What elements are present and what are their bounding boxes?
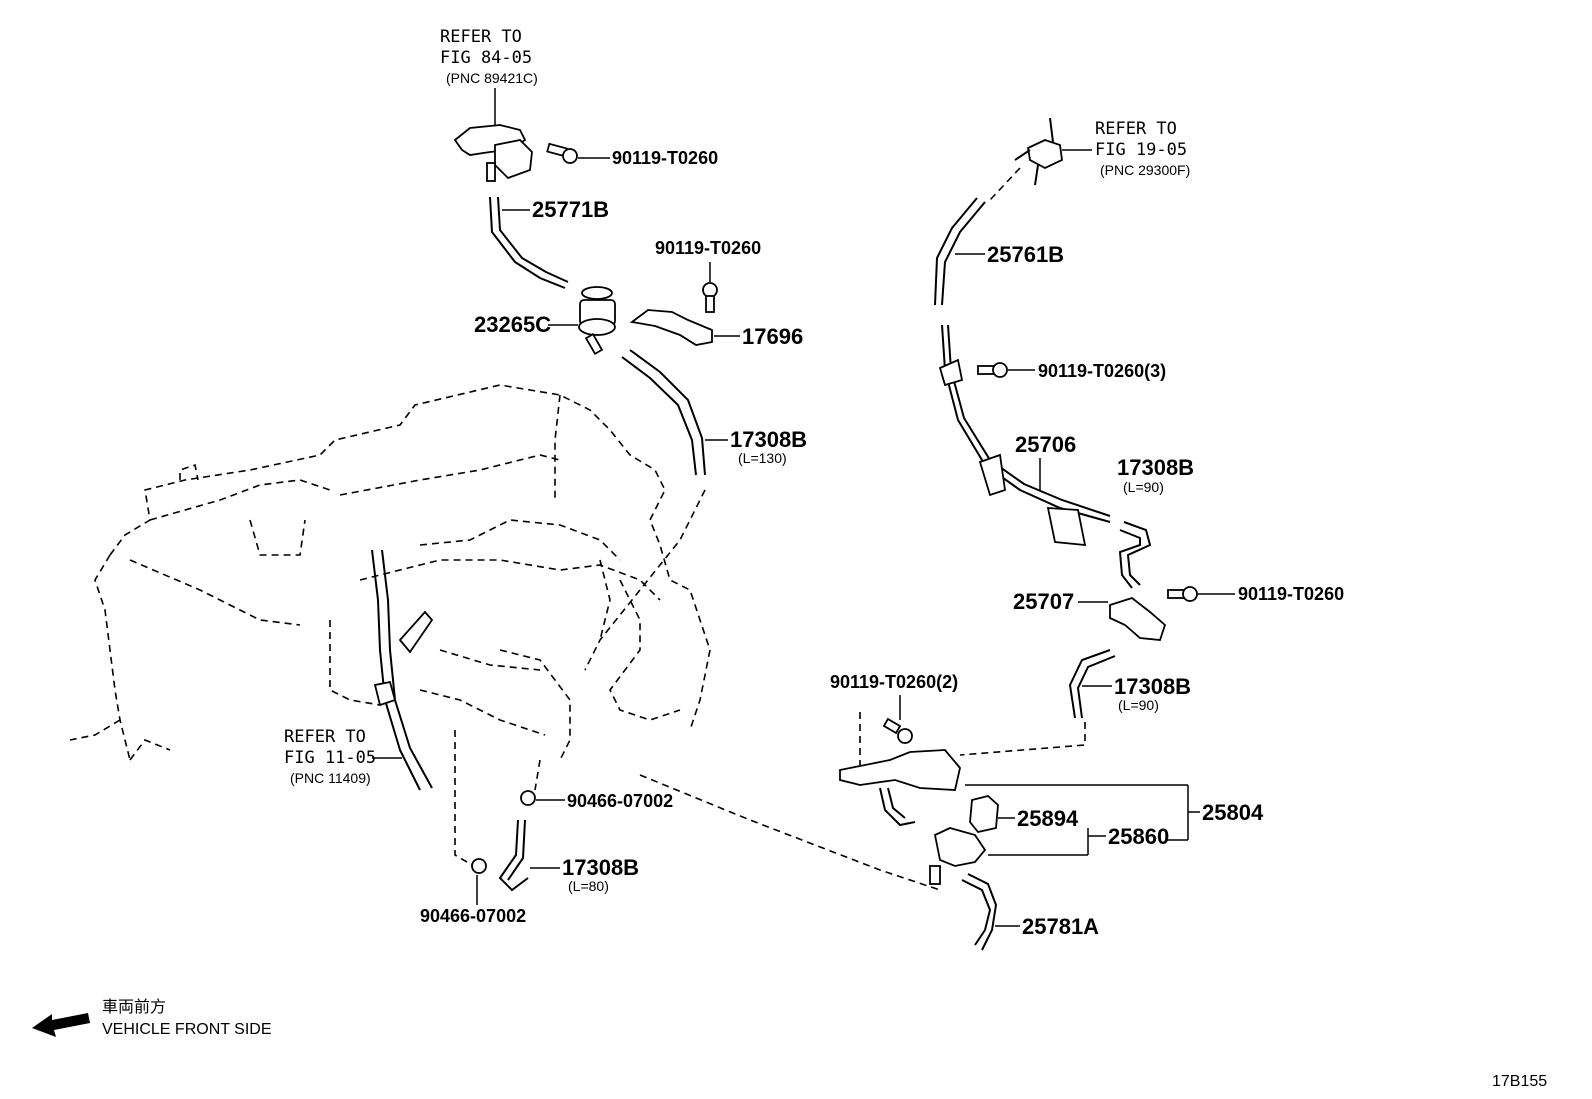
label-25707: 25707	[1013, 589, 1074, 614]
label-90466-b: 90466-07002	[420, 906, 526, 926]
figure-id: 17B155	[1492, 1073, 1547, 1090]
length-17308B-130: (L=130)	[738, 450, 787, 466]
label-25894: 25894	[1017, 806, 1079, 831]
label-90119-mid: 90119-T0260	[655, 238, 761, 258]
label-17308B-130: 17308B	[730, 427, 807, 452]
label-25771B: 25771B	[532, 197, 609, 222]
pressure-sensor	[453, 124, 533, 182]
label-25761B: 25761B	[987, 242, 1064, 267]
refer-fig84-line3: (PNC 89421C)	[446, 70, 538, 86]
hose-25771B	[489, 196, 566, 289]
length-17308B-80: (L=80)	[568, 878, 609, 894]
clip-90466-b	[471, 858, 487, 874]
vsv-bracket-25804	[839, 749, 961, 827]
label-17696: 17696	[742, 324, 803, 349]
bolt-right	[1167, 586, 1198, 602]
label-17308B-90b: 17308B	[1114, 674, 1191, 699]
bracket-17696	[629, 309, 713, 346]
vsv-25860	[929, 827, 987, 885]
label-25804: 25804	[1202, 800, 1264, 825]
label-90119-3: 90119-T0260(3)	[1038, 361, 1166, 381]
hose-25781A	[961, 879, 992, 946]
length-17308B-90b: (L=90)	[1118, 697, 1159, 713]
hose-17308B-130	[621, 356, 697, 476]
direction-jp: 車両前方	[102, 998, 166, 1016]
label-25706: 25706	[1015, 432, 1076, 457]
refer-fig84-line1: REFER TO	[440, 27, 522, 47]
direction-en: VEHICLE FRONT SIDE	[102, 1021, 272, 1038]
pipe-fig19	[1014, 117, 1063, 186]
label-90119-right: 90119-T0260	[1238, 584, 1344, 604]
engine-outline	[69, 384, 711, 761]
label-25860: 25860	[1108, 824, 1169, 849]
bolt-mid	[702, 282, 718, 313]
refer-fig11-line1: REFER TO	[284, 727, 366, 747]
refer-fig84-line2: FIG 84-05	[440, 48, 532, 68]
bolt-top	[546, 142, 578, 164]
label-90119-2: 90119-T0260(2)	[830, 672, 958, 692]
vehicle-front-arrow-icon	[32, 1013, 90, 1037]
filter-23265C	[578, 286, 616, 356]
label-17308B-90a: 17308B	[1117, 455, 1194, 480]
label-25781A: 25781A	[1022, 914, 1099, 939]
hose-17308B-80	[498, 819, 529, 892]
hose-25761B	[941, 201, 986, 306]
refer-fig11-line2: FIG 11-05	[284, 748, 376, 768]
pipe-25706	[938, 324, 1111, 547]
label-23265C: 23265C	[474, 312, 551, 337]
label-17308B-80: 17308B	[562, 855, 639, 880]
vsv-25894	[969, 795, 999, 834]
refer-fig11-line3: (PNC 11409)	[290, 770, 371, 786]
hose-17308B-90b	[1068, 649, 1111, 719]
bolt-90119-3	[977, 362, 1008, 378]
label-90119-top: 90119-T0260	[612, 148, 718, 168]
pipe-fig11	[371, 549, 434, 791]
hose-17308B-90a	[1123, 521, 1152, 586]
label-90466-a: 90466-07002	[567, 791, 673, 811]
refer-fig19-line1: REFER TO	[1095, 119, 1177, 139]
refer-fig19-line2: FIG 19-05	[1095, 140, 1187, 160]
clip-90466-a	[520, 790, 536, 806]
refer-fig19-line3: (PNC 29300F)	[1100, 162, 1190, 178]
bracket-25707	[1109, 596, 1167, 641]
length-17308B-90a: (L=90)	[1123, 479, 1164, 495]
bolt-90119-2	[882, 717, 913, 744]
